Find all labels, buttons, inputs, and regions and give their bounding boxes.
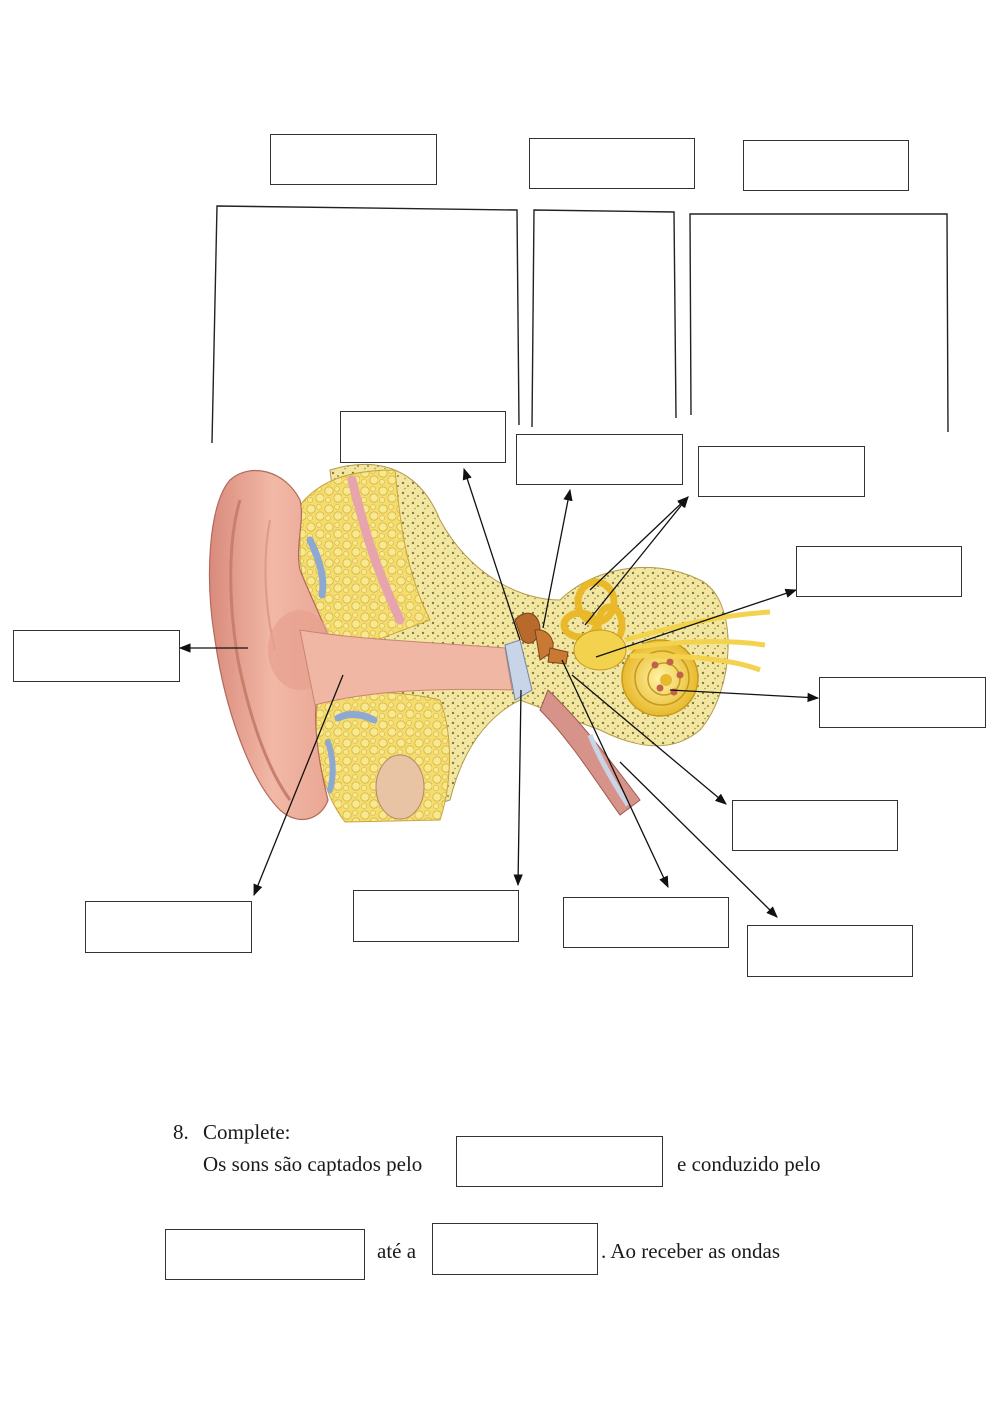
answer-box-tympanic-membrane[interactable] bbox=[340, 411, 506, 463]
arrow-canal-b bbox=[584, 496, 689, 626]
gland bbox=[375, 754, 425, 820]
arrow-nerve bbox=[595, 588, 798, 658]
arrow-oval-window bbox=[513, 689, 523, 887]
answer-box-ear-canal[interactable] bbox=[85, 901, 252, 953]
region-bracket-inner bbox=[689, 213, 949, 433]
question-line1-before: Os sons são captados pelo bbox=[203, 1152, 423, 1176]
answer-box-vestibular-nerve[interactable] bbox=[796, 546, 962, 597]
question-blank-1[interactable] bbox=[456, 1136, 663, 1187]
answer-box-eustachian-tube[interactable] bbox=[747, 925, 913, 977]
answer-box-stapes-region[interactable] bbox=[563, 897, 729, 948]
arrow-ossicles bbox=[542, 488, 573, 629]
question-line1-after: e conduzido pelo bbox=[677, 1152, 821, 1176]
nerve-shape bbox=[624, 609, 771, 673]
answer-box-round-window[interactable] bbox=[732, 800, 898, 851]
arrow-eustachian bbox=[619, 761, 778, 918]
answer-box-cochlea[interactable] bbox=[819, 677, 986, 728]
answer-box-oval-window[interactable] bbox=[353, 890, 519, 942]
question-blank-3[interactable] bbox=[432, 1223, 598, 1275]
arrow-eardrum bbox=[462, 467, 521, 641]
eardrum-shape bbox=[504, 639, 533, 701]
question-line2-middle: até a bbox=[377, 1239, 417, 1263]
ear-anatomy-diagram bbox=[178, 205, 949, 918]
answer-box-semicircular-canals[interactable] bbox=[698, 446, 865, 497]
arrow-round-window bbox=[571, 674, 727, 805]
answer-box-region-inner[interactable] bbox=[743, 140, 909, 191]
answer-box-ossicles[interactable] bbox=[516, 434, 683, 485]
answer-box-region-middle[interactable] bbox=[529, 138, 695, 189]
question-number: 8. bbox=[173, 1120, 189, 1144]
arrow-ear-canal bbox=[253, 674, 344, 897]
region-bracket-middle bbox=[531, 209, 677, 428]
cochlea-shape bbox=[621, 639, 699, 717]
arrow-canal-a bbox=[589, 496, 689, 591]
region-bracket-outer bbox=[211, 205, 520, 444]
question-line2-after: . Ao receber as ondas bbox=[601, 1239, 781, 1263]
question-title: Complete: bbox=[203, 1120, 291, 1144]
ossicles-shape bbox=[514, 612, 569, 665]
arrow-stapes bbox=[561, 659, 669, 889]
answer-box-pinna[interactable] bbox=[13, 630, 180, 682]
arrow-cochlea bbox=[669, 689, 820, 703]
ear-illustration bbox=[208, 463, 771, 823]
question-blank-2[interactable] bbox=[165, 1229, 365, 1280]
ear-canal-shape bbox=[299, 629, 513, 706]
answer-box-region-outer[interactable] bbox=[270, 134, 437, 185]
